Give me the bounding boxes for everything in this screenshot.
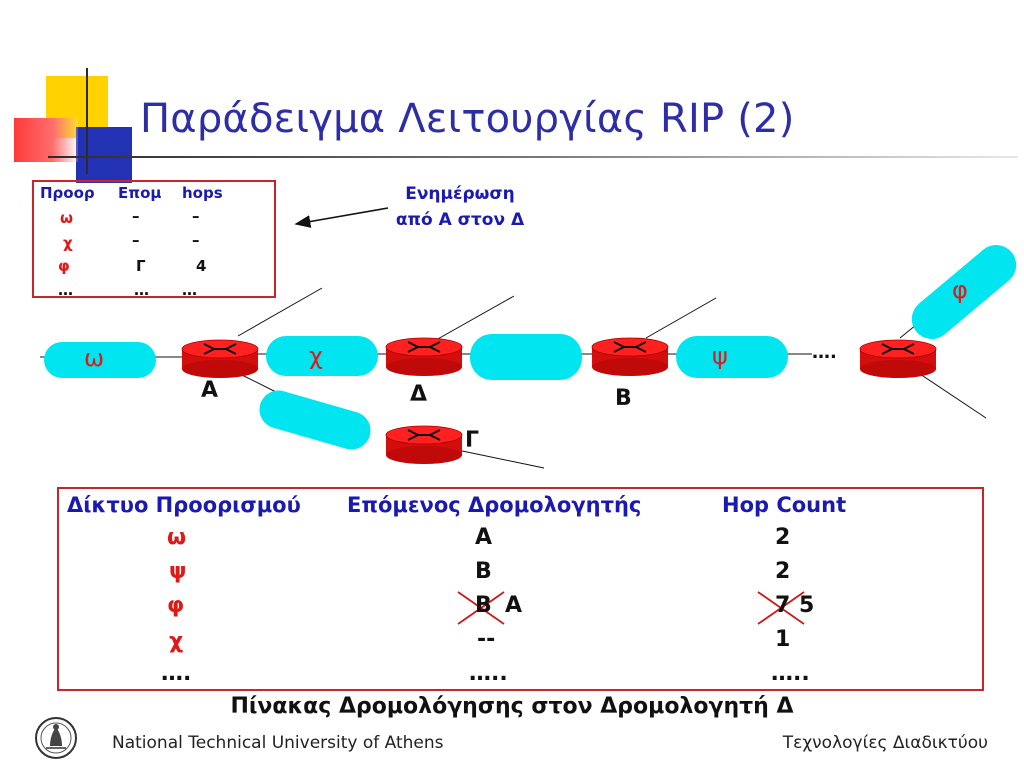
update-arrow — [294, 207, 389, 228]
update-table-cell: – — [192, 231, 200, 249]
routing-table-cell-dest: …. — [161, 661, 192, 686]
cloud-label-phi: φ — [952, 276, 968, 304]
update-table-cell: 4 — [196, 257, 207, 275]
update-table-cell: – — [132, 207, 140, 225]
cloud-label-chi: χ — [309, 342, 323, 370]
routing-table-cell-hops: ….. — [771, 661, 810, 686]
update-table-header-next: Επομ — [118, 184, 162, 202]
title-deco-blue-square — [76, 127, 132, 183]
link-delta-up — [435, 295, 515, 341]
cloud-delta-b — [470, 334, 582, 380]
link-a-up — [237, 287, 323, 337]
cloud-psi — [676, 336, 788, 378]
routing-table-cell-hops: 1 — [775, 627, 791, 652]
update-table-header-dest: Προορ — [40, 184, 95, 202]
update-label-line1: Ενημέρωση — [405, 184, 515, 204]
title-underline — [48, 156, 1018, 158]
routing-table-cell-dest: ψ — [169, 559, 187, 584]
router-delta — [385, 337, 463, 376]
routing-table-cell-hops: 2 — [775, 525, 791, 550]
router-a — [181, 339, 259, 378]
routing-table-cell-next-new: A — [505, 593, 523, 618]
table-caption: Πίνακας Δρομολόγησης στον Δρομολογητή Δ — [230, 694, 794, 719]
routing-table-cell-next: B — [475, 559, 492, 584]
footer-course: Τεχνολογίες Διαδικτύου — [782, 733, 988, 753]
update-table-cell: χ — [63, 234, 73, 252]
link-far-down — [919, 373, 987, 419]
routing-table-cell-hops-new: 5 — [799, 593, 815, 618]
router-label-b: Β — [615, 386, 632, 411]
link-b-up — [645, 297, 717, 339]
router-b — [591, 337, 669, 376]
routing-table-cell-next-old: B — [475, 593, 492, 618]
cross-out-hops-7-2 — [757, 591, 805, 625]
update-table: Προορ Επομ hops ω – – χ – – φ Γ 4 … … … — [32, 180, 276, 299]
network-continuation: …. — [812, 342, 837, 363]
cross-out-next-b-2 — [457, 591, 505, 625]
routing-table-cell-hops-old: 7 — [775, 593, 791, 618]
router-label-gamma: Γ — [465, 428, 480, 453]
title-deco-vertical-line — [86, 68, 88, 174]
cloud-chi — [266, 336, 378, 376]
update-label: Ενημέρωση από Α στον Δ — [370, 181, 550, 233]
update-label-line2: από Α στον Δ — [395, 210, 525, 230]
cloud-a-gamma — [259, 390, 371, 450]
routing-table-cell-next: ….. — [469, 661, 508, 686]
footer-institution: National Technical University of Athens — [112, 733, 444, 753]
routing-table-header-hops: Hop Count — [722, 493, 847, 517]
routing-table-cell-dest: φ — [167, 593, 185, 618]
update-table-header-hops: hops — [182, 184, 223, 202]
cloud-omega — [44, 342, 156, 378]
routing-table-cell-next: A — [475, 525, 493, 550]
router-far — [859, 339, 937, 378]
routing-table: Δίκτυο Προορισμού Επόμενος Δρομολογητής … — [57, 487, 984, 691]
routing-table-header-next: Επόμενος Δρομολογητής — [347, 493, 642, 517]
routing-table-cell-dest: χ — [169, 629, 184, 654]
routing-table-cell-dest: ω — [167, 525, 187, 550]
router-gamma — [385, 425, 463, 464]
update-table-cell: φ — [58, 257, 70, 275]
update-table-cell: … — [134, 281, 149, 299]
routing-table-header-dest: Δίκτυο Προορισμού — [67, 493, 301, 517]
cloud-label-psi: ψ — [712, 342, 728, 370]
slide-title: Παράδειγμα Λειτουργίας RIP (2) — [140, 96, 795, 142]
update-table-cell: … — [182, 281, 197, 299]
update-table-cell: ω — [60, 209, 74, 227]
routing-table-cell-next: -- — [477, 627, 496, 652]
cloud-phi — [911, 245, 1017, 339]
router-label-a: Α — [201, 378, 219, 403]
update-table-cell: … — [58, 281, 73, 299]
university-seal-icon — [35, 717, 77, 759]
update-table-cell: Γ — [136, 257, 146, 275]
cloud-label-omega: ω — [84, 344, 105, 372]
router-label-delta: Δ — [410, 382, 428, 407]
title-deco-red-bar — [14, 118, 78, 162]
update-table-cell: – — [132, 231, 140, 249]
routing-table-cell-hops: 2 — [775, 559, 791, 584]
update-table-cell: – — [192, 207, 200, 225]
link-gamma-down — [447, 447, 545, 469]
